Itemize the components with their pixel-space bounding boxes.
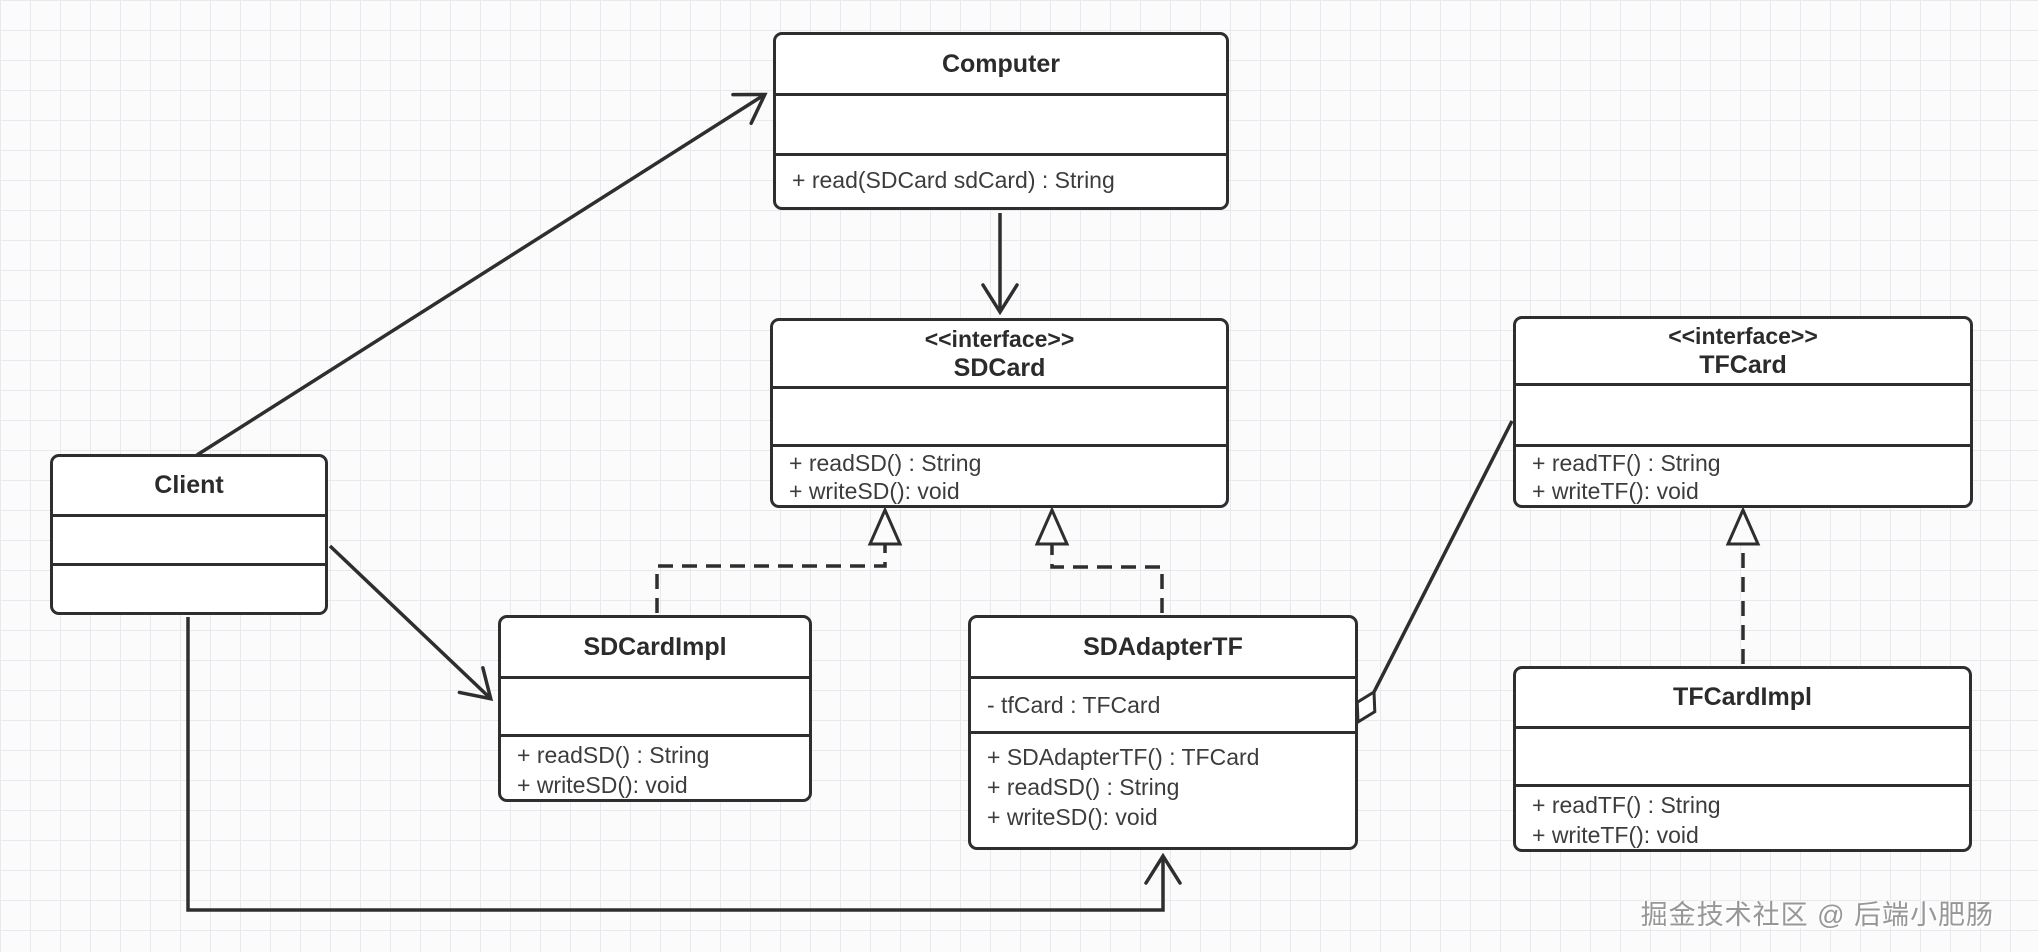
attributes-compartment: [1516, 726, 1969, 784]
method-text: + SDAdapterTF() : TFCard: [987, 744, 1260, 770]
class-name: SDAdapterTF: [1083, 632, 1243, 661]
association-client-computer: [196, 92, 768, 457]
method-text: + writeSD(): void: [987, 804, 1158, 830]
class-title-sdcard: <<interface>> SDCard: [773, 321, 1226, 386]
attributes-compartment: - tfCard : TFCard: [971, 676, 1355, 731]
class-box-sdcardimpl: SDCardImpl + readSD() : String + writeSD…: [498, 615, 812, 802]
class-title-tfcard: <<interface>> TFCard: [1516, 319, 1970, 383]
methods-compartment: [53, 563, 325, 611]
watermark-text: 掘金技术社区 @ 后端小肥肠: [1640, 900, 1994, 930]
method-text: + readTF() : String: [1532, 792, 1721, 818]
class-title-sdadaptertf: SDAdapterTF: [971, 618, 1355, 676]
method-text: + readSD() : String: [517, 742, 710, 768]
stereotype-text: <<interface>>: [1668, 323, 1818, 349]
attribute-text: - tfCard : TFCard: [987, 692, 1161, 718]
class-box-sdadaptertf: SDAdapterTF - tfCard : TFCard + SDAdapte…: [968, 615, 1358, 850]
class-box-sdcard: <<interface>> SDCard + readSD() : String…: [770, 318, 1229, 508]
methods-compartment: + read(SDCard sdCard) : String: [776, 153, 1226, 207]
method-text: + readSD() : String: [789, 450, 982, 476]
method-text: + writeSD(): void: [789, 478, 960, 504]
class-box-client: Client: [50, 454, 328, 615]
class-title-computer: Computer: [776, 35, 1226, 93]
method-text: + readSD() : String: [987, 774, 1180, 800]
attributes-compartment: [501, 676, 809, 734]
class-name: TFCard: [1699, 351, 1787, 379]
stereotype-text: <<interface>>: [924, 325, 1075, 352]
methods-compartment: + readTF() : String + writeTF(): void: [1516, 784, 1969, 848]
class-title-client: Client: [53, 457, 325, 514]
method-text: + read(SDCard sdCard) : String: [792, 167, 1115, 193]
class-name: Computer: [941, 49, 1061, 78]
methods-compartment: + readSD() : String + writeSD(): void: [501, 734, 809, 798]
method-text: + writeSD(): void: [517, 772, 688, 798]
methods-compartment: + SDAdapterTF() : TFCard + readSD() : St…: [971, 731, 1355, 846]
realization-sdadaptertf-sdcard: [1050, 544, 1164, 613]
class-box-tfcardimpl: TFCardImpl + readTF() : String + writeTF…: [1513, 666, 1972, 852]
realization-arrowhead-icon: [1725, 506, 1761, 546]
class-name: SDCard: [953, 353, 1046, 382]
realization-arrowhead-icon: [1034, 506, 1070, 546]
class-title-sdcardimpl: SDCardImpl: [501, 618, 809, 676]
class-name: Client: [154, 471, 224, 499]
methods-compartment: + readSD() : String + writeSD(): void: [773, 444, 1226, 504]
methods-compartment: + readTF() : String + writeTF(): void: [1516, 444, 1970, 504]
realization-sdcardimpl-sdcard: [655, 544, 887, 613]
attributes-compartment: [53, 514, 325, 563]
class-name: TFCardImpl: [1673, 683, 1812, 711]
method-text: + writeTF(): void: [1532, 478, 1699, 504]
method-text: + writeTF(): void: [1532, 822, 1699, 848]
attributes-compartment: [773, 386, 1226, 444]
attributes-compartment: [1516, 383, 1970, 444]
association-client-sdcardimpl: [328, 544, 494, 701]
class-name: SDCardImpl: [583, 632, 727, 661]
aggregation-diamond-icon: [1355, 689, 1377, 725]
association-client-sdadaptertf: [186, 617, 1182, 912]
method-text: + readTF() : String: [1532, 450, 1721, 476]
realization-arrowhead-icon: [867, 506, 903, 546]
aggregation-sdadaptertf-tfcard: [1372, 420, 1514, 693]
class-title-tfcardimpl: TFCardImpl: [1516, 669, 1969, 726]
attributes-compartment: [776, 93, 1226, 153]
class-box-computer: Computer + read(SDCard sdCard) : String: [773, 32, 1229, 210]
class-box-tfcard: <<interface>> TFCard + readTF() : String…: [1513, 316, 1973, 508]
